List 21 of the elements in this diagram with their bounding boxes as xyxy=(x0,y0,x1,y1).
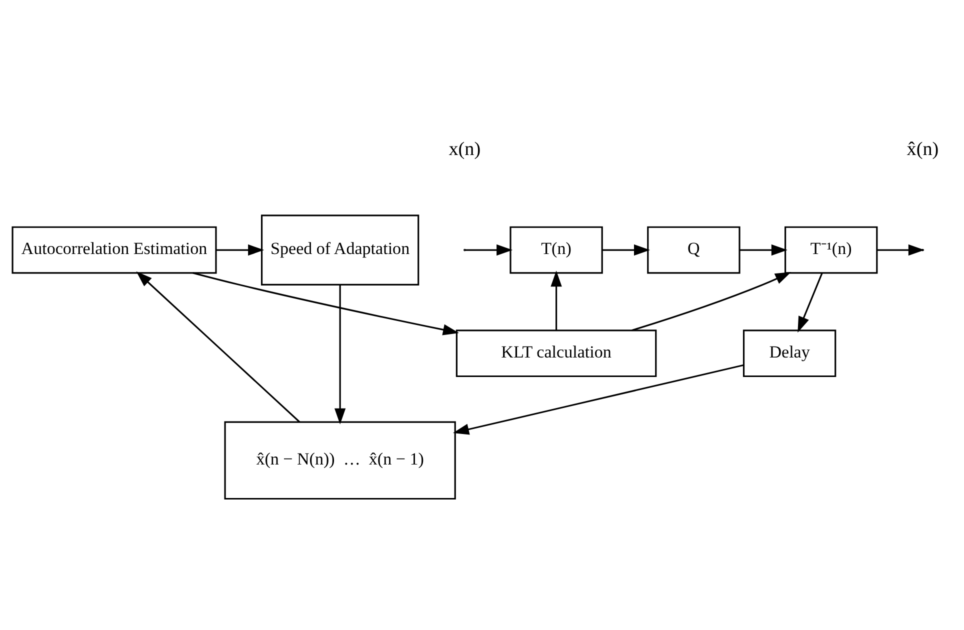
node-box: Speed of Adaptation xyxy=(260,214,420,286)
arrow xyxy=(452,364,744,435)
arrow xyxy=(192,272,459,336)
label: x(n) xyxy=(448,139,481,160)
arrow xyxy=(632,272,792,332)
arrow xyxy=(136,271,300,423)
node-box: KLT calculation xyxy=(456,330,657,378)
node-box: T(n) xyxy=(510,226,603,274)
node-box: Autocorrelation Estimation xyxy=(12,226,217,274)
arrow xyxy=(740,244,788,256)
node-box: Q xyxy=(647,226,740,274)
arrow xyxy=(602,244,650,256)
arrow xyxy=(465,244,513,256)
node-box: Delay xyxy=(742,330,836,378)
label: x̂(n) xyxy=(906,139,939,160)
node-box: x̂(n − N(n)) … x̂(n − 1) xyxy=(224,421,456,500)
arrow xyxy=(334,285,346,424)
arrow xyxy=(216,244,264,256)
arrow xyxy=(550,270,562,330)
node-box: T⁻¹(n) xyxy=(784,226,878,274)
arrow xyxy=(798,272,823,333)
